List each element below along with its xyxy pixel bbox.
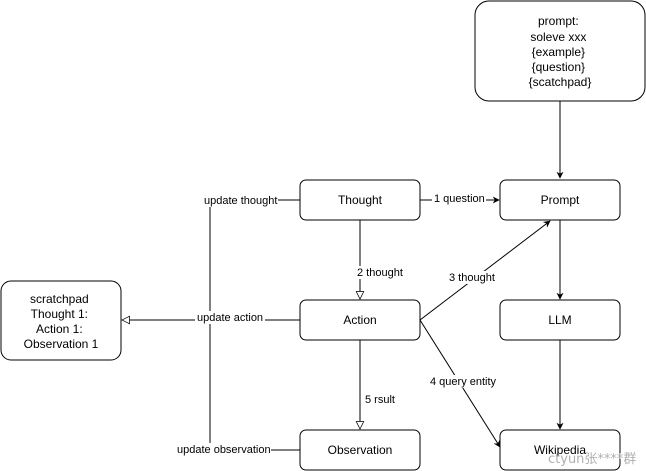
svg-text:2 thought: 2 thought [357, 267, 403, 279]
prompt-label: Prompt [541, 193, 580, 207]
svg-text:prompt: soleve xxx: prompt: soleve xxx {example} {question} … [529, 14, 592, 89]
action-label: Action [343, 313, 376, 327]
prompt-node[interactable]: Prompt [499, 179, 621, 221]
scratchpad-line: Thought 1: [31, 307, 88, 321]
observation-label: Observation [328, 443, 393, 457]
watermark: ctyun张****群 [548, 452, 636, 467]
wikipedia-label: Wikipedia [534, 443, 586, 457]
svg-text:update observation: update observation [177, 444, 271, 456]
label-4-query-entity: 4 query entity [428, 375, 498, 388]
edge-update-thought [209, 199, 300, 451]
svg-text:update thought: update thought [204, 195, 277, 207]
svg-text:5 rsult: 5 rsult [365, 394, 395, 406]
svg-text:4 query entity: 4 query entity [430, 376, 497, 388]
prompt-template-line: soleve xxx [530, 30, 586, 44]
wikipedia-node[interactable]: Wikipedia [499, 429, 621, 471]
label-update-thought: update thought [202, 194, 278, 207]
thought-label: Thought [338, 193, 383, 207]
scratchpad-line: Action 1: [36, 322, 83, 336]
label-update-observation: update observation [175, 443, 271, 456]
label-5-rsult: 5 rsult [364, 393, 398, 406]
scratchpad-line: scratchpad [30, 292, 89, 306]
prompt-template-line: prompt: [538, 14, 579, 28]
llm-node[interactable]: LLM [499, 299, 621, 341]
prompt-template-line: {example} [532, 45, 585, 59]
label-update-action: update action [195, 311, 265, 324]
llm-label: LLM [548, 313, 571, 327]
action-node[interactable]: Action [299, 299, 421, 341]
observation-node[interactable]: Observation [299, 429, 421, 471]
scratchpad-node[interactable]: scratchpad Thought 1: Action 1: Observat… [0, 280, 122, 361]
edge-action-to-prompt [419, 220, 551, 321]
prompt-template-node[interactable]: prompt: soleve xxx {example} {question} … [474, 0, 646, 102]
svg-text:update action: update action [197, 312, 263, 324]
label-3-thought: 3 thought [447, 271, 497, 284]
prompt-template-line: {question} [532, 60, 585, 74]
scratchpad-line: Observation 1 [24, 337, 99, 351]
thought-node[interactable]: Thought [299, 179, 421, 221]
svg-text:1 question: 1 question [434, 193, 485, 205]
svg-text:3 thought: 3 thought [449, 272, 495, 284]
label-2-thought: 2 thought [356, 266, 406, 279]
svg-text:scratchpad Thought 1:: scratchpad Thought 1: Action 1: Observat… [24, 292, 99, 351]
prompt-template-line: {scatchpad} [529, 75, 592, 89]
label-1-question: 1 question [432, 192, 486, 205]
